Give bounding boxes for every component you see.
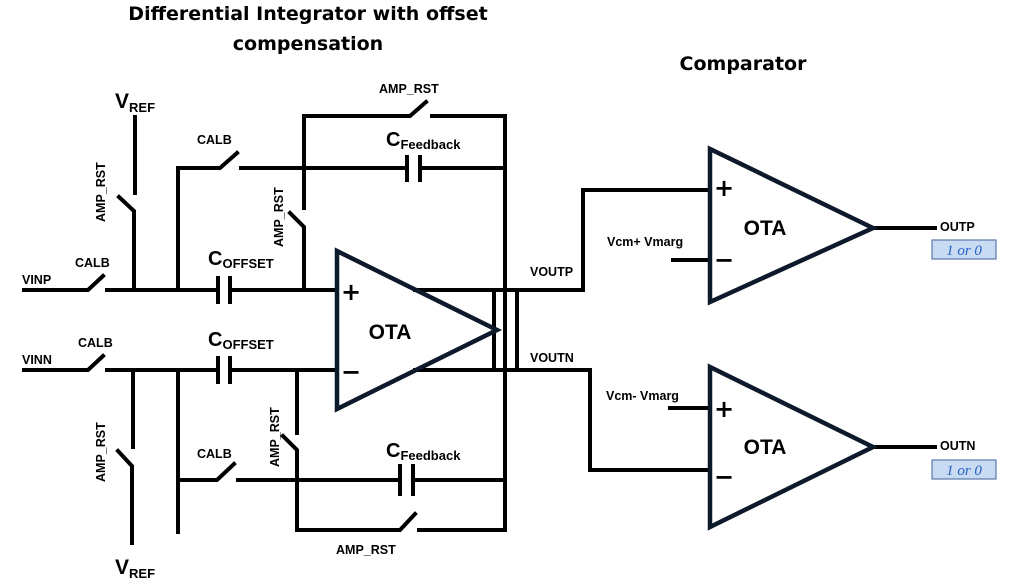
vref-top-label: VREF [115, 90, 155, 115]
vcm-plus-vmarg-label: Vcm+ Vmarg [607, 235, 683, 249]
comp-bot-minus: − [714, 463, 734, 491]
ota-label: OTA [369, 321, 412, 344]
outn-value-badge: 1 or 0 [931, 459, 997, 480]
vinp-label: VINP [22, 273, 51, 287]
amp-rst-label-2: AMP_RST [272, 187, 286, 247]
amp-rst-label-3: AMP_RST [94, 422, 108, 482]
amp-rst-label-bottom: AMP_RST [336, 543, 396, 557]
comp-top-ota-label: OTA [744, 217, 787, 240]
calb-label-2: CALB [75, 256, 110, 270]
amp-rst-label-1: AMP_RST [94, 162, 108, 222]
integrator-ota [334, 247, 503, 413]
comparator-title: Comparator [680, 53, 808, 75]
comp-top-plus: + [714, 174, 734, 202]
c-feedback-label-1: CFeedback [386, 129, 461, 152]
vref-bottom-label: VREF [115, 556, 155, 581]
calb-label-3: CALB [78, 336, 113, 350]
c-feedback-label-2: CFeedback [386, 440, 461, 463]
comp-bot-ota-label: OTA [744, 436, 787, 459]
amp-rst-label-top: AMP_RST [379, 82, 439, 96]
vinn-label: VINN [22, 353, 52, 367]
calb-label-4: CALB [197, 447, 232, 461]
integrator-wires [22, 99, 937, 545]
c-offset-label-1: COFFSET [208, 248, 274, 271]
voutp-label: VOUTP [530, 265, 573, 279]
comp-top-minus: − [714, 246, 734, 274]
outp-value-badge: 1 or 0 [931, 239, 997, 260]
outn-label: OUTN [940, 439, 975, 453]
comp-bot-plus: + [714, 395, 734, 423]
integrator-title-line1: Differential Integrator with offset [128, 3, 487, 25]
calb-label-1: CALB [197, 133, 232, 147]
c-offset-label-2: COFFSET [208, 329, 274, 352]
amp-rst-label-4: AMP_RST [268, 407, 282, 467]
integrator-title-line2: compensation [233, 33, 383, 55]
svg-text:1 or 0: 1 or 0 [946, 243, 982, 259]
ota-plus-sign: + [341, 278, 361, 306]
vcm-minus-vmarg-label: Vcm- Vmarg [606, 389, 679, 403]
voutn-label: VOUTN [530, 351, 574, 365]
ota-minus-sign: − [341, 358, 361, 386]
comparator-ota-bottom [707, 363, 879, 531]
comparator-ota-top [707, 145, 879, 306]
outp-label: OUTP [940, 220, 975, 234]
svg-text:1 or 0: 1 or 0 [946, 463, 982, 479]
